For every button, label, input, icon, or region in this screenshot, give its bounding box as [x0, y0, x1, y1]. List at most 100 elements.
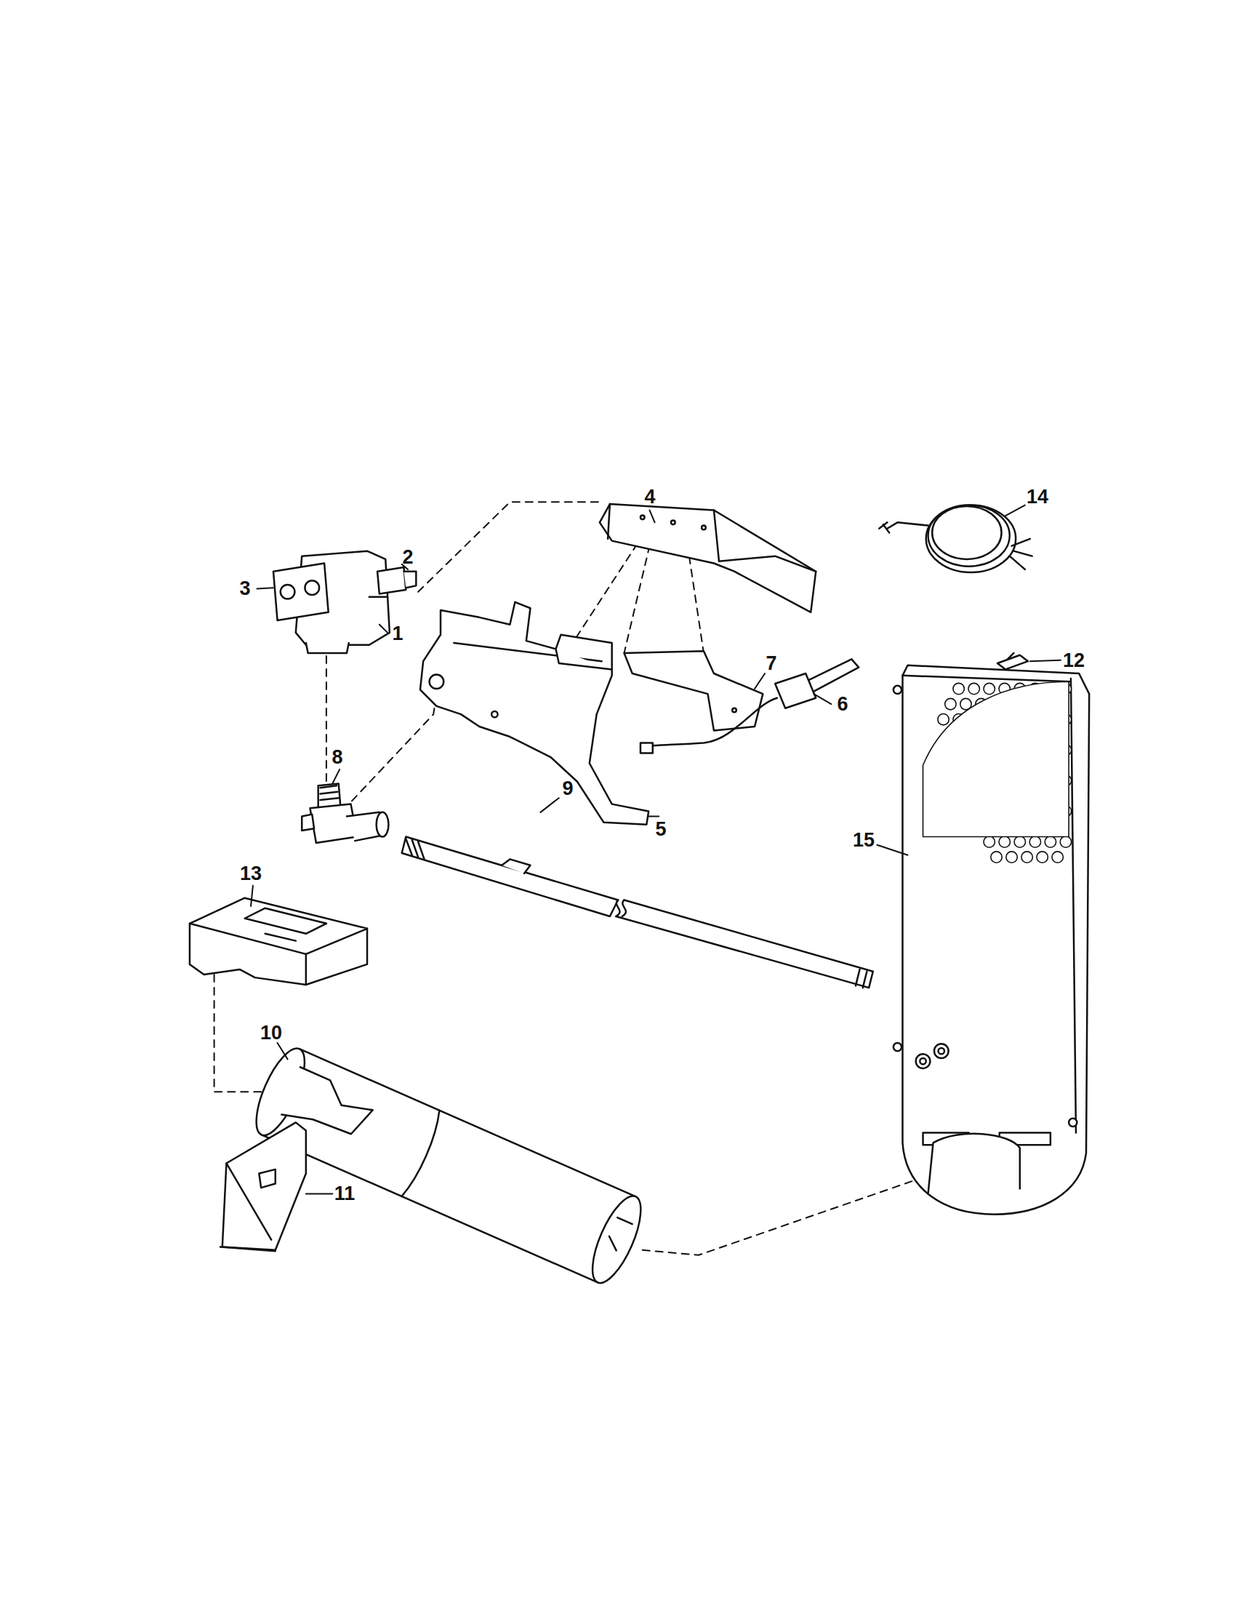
heat-shield [624, 650, 764, 730]
gas-valve [306, 642, 349, 653]
tube-support [220, 1121, 307, 1251]
gas-pipe [615, 900, 620, 917]
leader-line [277, 1042, 288, 1059]
assembly-line [418, 501, 602, 592]
callout-number: 6 [836, 694, 848, 714]
burner-panel [919, 1057, 926, 1064]
igniter [805, 658, 859, 692]
mounting-bracket [429, 673, 445, 689]
burner-panel [934, 1043, 949, 1058]
vent-hole [998, 836, 1010, 847]
combustion-tube [246, 1041, 650, 1289]
tube-support [220, 1246, 276, 1252]
callout-number: 7 [765, 653, 777, 674]
burner-panel [893, 685, 902, 694]
mounting-bracket [420, 601, 649, 825]
tube-support [258, 1169, 275, 1188]
wire-harness [886, 521, 928, 528]
leader-line [1004, 505, 1026, 517]
gas-valve [280, 584, 296, 600]
vent-hole [1036, 851, 1048, 863]
elbow-fitting [319, 785, 339, 800]
leader-line [332, 769, 340, 784]
mounting-bracket [420, 601, 649, 825]
igniter [774, 673, 816, 709]
burner-bracket [640, 515, 645, 520]
elbow-fitting [301, 814, 315, 831]
gas-pipe [501, 858, 530, 874]
vent-hole [1006, 851, 1018, 863]
gas-valve [273, 551, 416, 653]
gas-pipe [622, 900, 626, 917]
leader-line [876, 844, 908, 855]
tube-support [222, 1121, 307, 1249]
callout-number: 12 [1062, 650, 1085, 671]
burner-panel [902, 675, 1071, 682]
vent-hole [1044, 836, 1056, 847]
burner-panel [893, 665, 1090, 1215]
vent-hole [983, 682, 995, 694]
assembly-line [351, 693, 437, 801]
elbow-fitting [376, 812, 389, 837]
vent-hole [968, 682, 980, 694]
vent-hole [1029, 836, 1041, 847]
combustion-tube [402, 1110, 446, 1199]
heat-shield [732, 708, 737, 713]
burner-panel [893, 1042, 902, 1051]
burner-housing-bracket [265, 933, 296, 941]
combustion-tube [261, 1048, 636, 1282]
callout-number: 13 [239, 863, 262, 884]
vent-hole [923, 681, 1072, 863]
leader-line [379, 624, 388, 633]
vent-hole [945, 697, 957, 709]
gas-pipe [855, 969, 867, 988]
burner-bracket [701, 525, 706, 530]
mounting-bracket [491, 711, 498, 717]
callout-number: 4 [644, 487, 656, 507]
gas-valve [369, 596, 388, 599]
vent-hole [983, 836, 995, 847]
igniter [640, 742, 653, 753]
burner-bracket [599, 503, 816, 613]
leader-line [540, 797, 559, 813]
callout-number: 1 [391, 623, 403, 644]
wire-harness [932, 505, 1002, 560]
leader-line [250, 505, 1061, 1194]
gas-pipe [402, 836, 874, 988]
leader-line [1030, 660, 1061, 661]
wire-harness [1009, 538, 1033, 570]
leader-line [257, 587, 274, 589]
burner-housing-bracket [305, 953, 308, 985]
vent-hole [953, 682, 965, 694]
burner-panel [902, 665, 1090, 1215]
gas-valve [377, 567, 406, 594]
leader-line [813, 693, 831, 704]
gas-pipe [402, 836, 618, 917]
burner-panel [1068, 1118, 1077, 1127]
vent-hole [1051, 851, 1063, 863]
igniter [640, 697, 778, 747]
burner-panel [928, 1133, 1020, 1194]
leader-line [306, 1193, 333, 1195]
vent-hole [1059, 836, 1071, 847]
heat-shield [624, 650, 764, 730]
burner-housing-bracket [245, 908, 327, 934]
gas-valve [304, 580, 320, 595]
gas-pipe [405, 838, 424, 859]
combustion-tube [583, 1189, 651, 1289]
callout-number: 8 [331, 747, 343, 767]
burner-housing-bracket [189, 923, 368, 954]
burner-bracket [607, 503, 610, 539]
callout-number: 2 [402, 547, 413, 568]
wire-harness [878, 521, 890, 533]
leader-line [754, 673, 765, 689]
igniter [640, 658, 859, 753]
leader-line [648, 814, 659, 817]
callout-number: 15 [852, 830, 875, 850]
callout-number: 10 [260, 1022, 283, 1043]
burner-bracket [599, 503, 816, 613]
assembly-line [566, 532, 645, 653]
callout-number: 14 [1026, 487, 1049, 507]
